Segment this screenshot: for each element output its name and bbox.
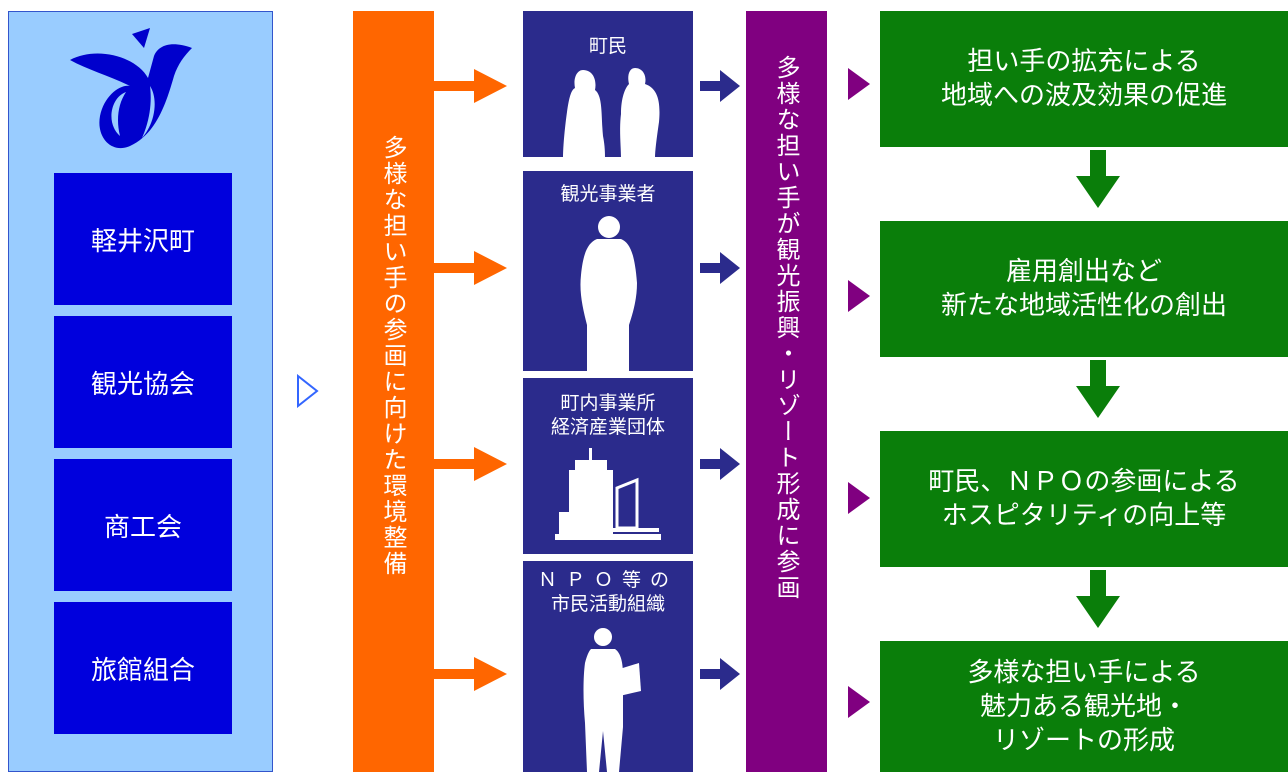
result-box-1: 担い手の拡充による 地域への波及効果の促進 [880, 11, 1288, 147]
actor-box-residents: 町民 [523, 11, 693, 158]
triangle-arrow-icon [297, 374, 319, 408]
result-line: 新たな地域活性化の創出 [940, 291, 1227, 321]
triangle-arrow-icon [848, 68, 870, 100]
result-line: 多様な担い手による [967, 657, 1201, 688]
arrow-right-icon [434, 69, 507, 103]
triangle-arrow-icon [848, 482, 870, 514]
environment-column: 多様な担い手の参画に向けた環境整備 [353, 11, 434, 772]
triangle-arrow-icon [848, 280, 870, 312]
actor-label: 経済産業団体 [550, 416, 665, 438]
arrow-right-icon [700, 658, 740, 690]
result-line: 担い手の拡充による [967, 47, 1201, 77]
arrow-right-icon [434, 447, 507, 481]
organization-panel: 軽井沢町 観光協会 商工会 旅館組合 [8, 11, 273, 772]
actor-label: ＮＰＯ等の [537, 569, 678, 591]
actor-box-local-businesses: 町内事業所 経済産業団体 [523, 378, 693, 554]
environment-column-text: 多様な担い手の参画に向けた環境整備 [379, 135, 407, 577]
arrow-down-icon [1076, 570, 1120, 628]
building-icon [555, 448, 661, 540]
arrow-right-icon [700, 448, 740, 480]
woman-silhouette-icon [580, 216, 637, 371]
result-line: 魅力ある観光地・ [979, 691, 1188, 722]
arrow-right-icon [434, 657, 507, 691]
actor-box-npo: ＮＰＯ等の 市民活動組織 [523, 561, 693, 772]
org-box-chamber-of-commerce: 商工会 [54, 459, 232, 591]
triangle-arrow-icon [848, 686, 870, 718]
town-emblem-icon [70, 28, 192, 149]
result-box-3: 町民、ＮＰＯの参画による ホスピタリティの向上等 [880, 431, 1288, 567]
actor-label: 町内事業所 [560, 392, 656, 414]
result-line: ホスピタリティの向上等 [941, 501, 1227, 531]
result-line: 雇用創出など [1005, 257, 1162, 287]
actor-label: 観光事業者 [560, 183, 656, 205]
arrow-right-icon [434, 251, 507, 285]
arrow-down-icon [1076, 360, 1120, 418]
result-line: リゾートの形成 [992, 725, 1175, 756]
arrow-right-icon [700, 252, 740, 284]
result-line: 町民、ＮＰＯの参画による [928, 467, 1240, 497]
man-reading-silhouette-icon [583, 628, 641, 772]
participation-column-text: 多様な担い手が観光振興・リゾート形成に参画 [772, 55, 800, 601]
actor-label: 市民活動組織 [550, 593, 665, 615]
org-box-tourism-association: 観光協会 [54, 316, 232, 448]
actor-label: 町民 [588, 35, 627, 57]
result-box-4: 多様な担い手による 魅力ある観光地・ リゾートの形成 [880, 641, 1288, 772]
couple-silhouette-icon [563, 68, 660, 158]
participation-column: 多様な担い手が観光振興・リゾート形成に参画 [746, 11, 827, 772]
arrow-right-icon [700, 70, 740, 102]
org-box-karuizawa: 軽井沢町 [54, 173, 232, 305]
org-box-ryokan-association: 旅館組合 [54, 602, 232, 734]
arrow-down-icon [1076, 150, 1120, 208]
actor-box-tourism-businesses: 観光事業者 [523, 171, 693, 371]
result-line: 地域への波及効果の促進 [940, 81, 1227, 111]
result-box-2: 雇用創出など 新たな地域活性化の創出 [880, 221, 1288, 357]
